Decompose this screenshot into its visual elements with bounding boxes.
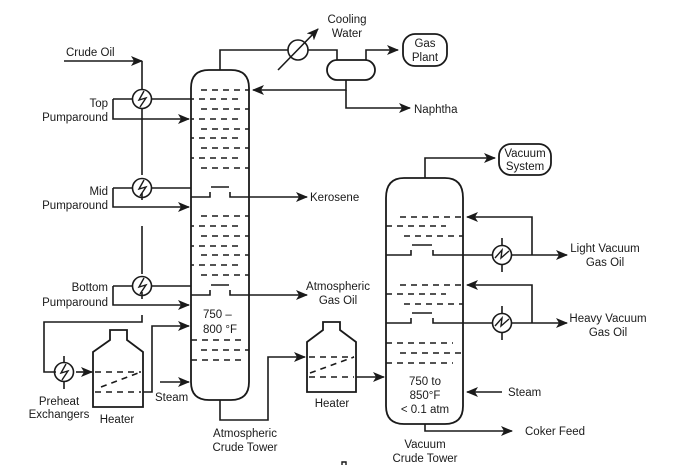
crude-oil-label: Crude Oil: [66, 47, 115, 59]
naphtha-label: Naphtha: [414, 104, 458, 116]
atm-temp-label-2: 800 °F: [203, 324, 237, 336]
steam-atm-label: Steam: [155, 392, 188, 404]
ago-label-1: Atmospheric: [306, 281, 370, 293]
vac-pressure-label: < 0.1 atm: [401, 404, 449, 416]
cooling-water-label-2: Water: [332, 28, 362, 40]
top-pumparound-label-2: Pumparound: [42, 112, 108, 124]
mid-pumparound-label-2: Pumparound: [42, 200, 108, 212]
atmospheric-crude-tower: [190, 69, 250, 401]
bottom-pumparound-exchanger: [112, 275, 191, 310]
vac-temp-label-2: 850°F: [410, 390, 441, 402]
mid-pumparound-exchanger: [112, 177, 191, 212]
lvgo-loop: [463, 212, 568, 272]
lvgo-label-2: Gas Oil: [586, 257, 624, 269]
overhead-vapor-line: [219, 28, 411, 113]
hvgo-loop: [463, 280, 568, 340]
lvgo-label-1: Light Vacuum: [570, 243, 639, 255]
vacuum-system-label-2: System: [506, 161, 544, 173]
vac-temp-label-1: 750 to: [409, 376, 441, 388]
atm-tower-label-1: Atmospheric: [213, 428, 277, 440]
cooling-water-arrow: [277, 28, 319, 71]
gas-plant-label-1: Gas: [414, 38, 435, 50]
heater-2: [306, 321, 385, 393]
vac-tower-label-2: Crude Tower: [393, 453, 458, 465]
atm-tower-label-2: Crude Tower: [213, 442, 278, 454]
top-pumparound-exchanger: [112, 88, 191, 124]
vacuum-system-label-1: Vacuum: [504, 148, 545, 160]
hvgo-label-2: Gas Oil: [589, 327, 627, 339]
top-pumparound-label-1: Top: [89, 98, 108, 110]
heater-2-label: Heater: [315, 398, 350, 410]
gas-plant-box: [402, 33, 448, 67]
vacuum-crude-tower: [385, 177, 464, 425]
reflux-drum: [326, 59, 376, 81]
vac-tower-label-1: Vacuum: [404, 439, 445, 451]
preheat-label-2: Exchangers: [29, 409, 90, 421]
mid-pumparound-label-1: Mid: [89, 186, 108, 198]
bottom-pumparound-label-2: Pumparound: [42, 297, 108, 309]
heater-1: [92, 321, 190, 408]
coker-feed-line: [424, 424, 513, 436]
ago-label-2: Gas Oil: [319, 295, 357, 307]
preheat-label-1: Preheat: [39, 396, 80, 408]
cooling-water-label-1: Cooling: [328, 14, 367, 26]
gas-plant-label-2: Plant: [412, 52, 439, 64]
stray-mark: [341, 461, 347, 465]
hvgo-label-1: Heavy Vacuum: [569, 313, 646, 325]
heater-1-label: Heater: [100, 414, 135, 426]
coker-feed-label: Coker Feed: [525, 426, 585, 438]
vacuum-overhead-line: [424, 153, 496, 178]
atm-bottoms-line: [219, 352, 306, 421]
atm-temp-label-1: 750 –: [203, 309, 232, 321]
preheat-exchanger-icon: [53, 356, 75, 389]
bottom-pumparound-label-1: Bottom: [72, 282, 108, 294]
vacuum-system-box: [498, 143, 552, 176]
kerosene-label: Kerosene: [310, 192, 359, 204]
steam-vac-label: Steam: [508, 387, 541, 399]
